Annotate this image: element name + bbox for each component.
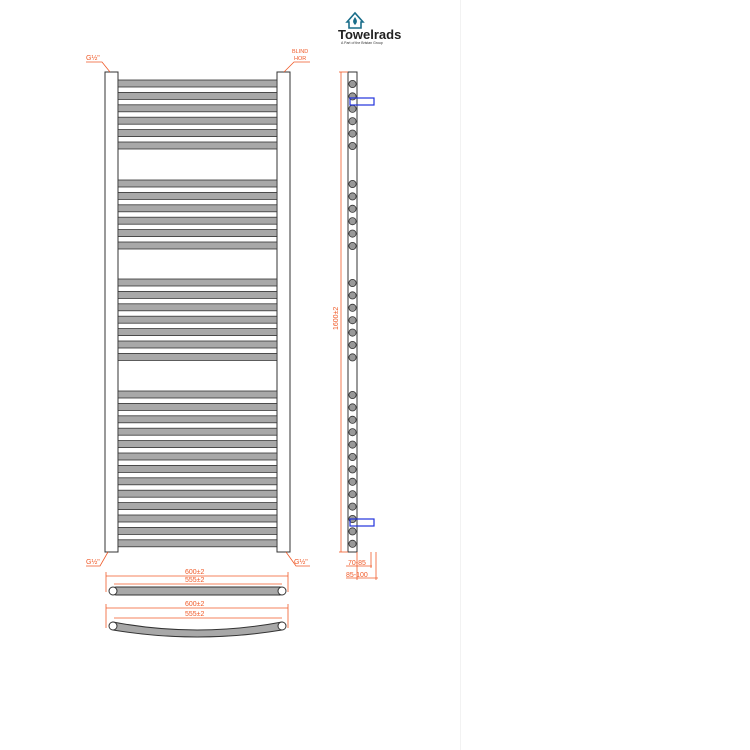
straight-plan-view: 600±2 555±2 bbox=[105, 569, 289, 596]
bar-section bbox=[348, 477, 357, 486]
valve-bottom bbox=[349, 518, 375, 527]
wall-distance-2: 85-100 bbox=[346, 572, 368, 579]
towel-bar bbox=[117, 489, 278, 498]
towel-bar bbox=[117, 427, 278, 436]
front-view bbox=[104, 71, 291, 553]
bar-section bbox=[348, 141, 357, 150]
wall-distance-1: 70-85 bbox=[348, 560, 366, 567]
towel-bar bbox=[117, 204, 278, 213]
curved-overall-width: 600±2 bbox=[185, 601, 205, 608]
technical-drawing: Towelrads A Part of the Bristan Group G½… bbox=[86, 0, 461, 750]
towel-bar bbox=[117, 303, 278, 312]
label-top-left-connection: G½" bbox=[86, 54, 100, 62]
logo: Towelrads A Part of the Bristan Group bbox=[338, 11, 401, 45]
right-rail bbox=[276, 71, 291, 553]
towel-bar bbox=[117, 402, 278, 411]
house-drop-icon bbox=[345, 11, 365, 29]
curved-centres: 555±2 bbox=[185, 611, 205, 618]
bar-section bbox=[348, 490, 357, 499]
bar-section bbox=[348, 415, 357, 424]
towel-bar bbox=[117, 79, 278, 88]
towel-bar bbox=[117, 129, 278, 138]
bar-section bbox=[348, 353, 357, 362]
towel-bar bbox=[117, 340, 278, 349]
towel-bar bbox=[117, 477, 278, 486]
towel-bar bbox=[117, 278, 278, 287]
label-blind-2: HOR bbox=[294, 56, 306, 62]
side-view: 1600±2 70-85 85-100 bbox=[333, 71, 378, 580]
label-bottom-left-connection: G½" bbox=[86, 558, 100, 566]
bar-section bbox=[348, 278, 357, 287]
straight-centres: 555±2 bbox=[185, 577, 205, 584]
towel-bar bbox=[117, 191, 278, 200]
logo-tagline: A Part of the Bristan Group bbox=[341, 41, 383, 45]
towel-bar bbox=[117, 92, 278, 100]
left-rail bbox=[104, 71, 119, 553]
towel-bar bbox=[117, 315, 278, 324]
bar-section bbox=[348, 452, 357, 461]
bar-section bbox=[348, 241, 357, 250]
towel-bar bbox=[117, 229, 278, 238]
logo-brand: Towelrads bbox=[338, 27, 401, 42]
bar-section bbox=[348, 117, 357, 126]
towel-bar bbox=[117, 352, 278, 361]
towel-bar bbox=[117, 290, 278, 299]
towel-bar bbox=[117, 415, 278, 424]
bar-section bbox=[348, 340, 357, 349]
towel-bar bbox=[117, 179, 278, 188]
towel-bar bbox=[117, 514, 278, 523]
bar-section bbox=[348, 403, 357, 412]
bar-section bbox=[348, 539, 357, 548]
towel-bar bbox=[117, 539, 278, 548]
bar-section bbox=[348, 192, 357, 201]
bar-section bbox=[348, 217, 357, 226]
towel-bar bbox=[117, 440, 278, 449]
towel-bar bbox=[117, 527, 278, 535]
bar-section bbox=[348, 179, 357, 188]
bar-section bbox=[348, 80, 357, 89]
bar-section bbox=[348, 204, 357, 213]
label-bottom-right-connection: G½" bbox=[294, 558, 308, 566]
bar-section bbox=[348, 390, 357, 399]
curved-plan-view: 600±2 555±2 bbox=[105, 601, 289, 638]
towel-bar bbox=[117, 390, 278, 399]
bar-section bbox=[348, 229, 357, 238]
valve-top bbox=[349, 97, 375, 106]
straight-overall-width: 600±2 bbox=[185, 569, 205, 576]
drawing-canvas: Towelrads A Part of the Bristan Group G½… bbox=[86, 11, 401, 638]
bar-section bbox=[348, 129, 357, 138]
bar-section bbox=[348, 502, 357, 511]
bar-section bbox=[348, 440, 357, 449]
towel-bar bbox=[117, 464, 278, 473]
bar-section bbox=[348, 303, 357, 312]
bar-section bbox=[348, 104, 357, 113]
towel-bar bbox=[117, 241, 278, 250]
bar-section bbox=[348, 328, 357, 337]
height-dimension: 1600±2 bbox=[333, 307, 340, 330]
bar-section bbox=[348, 527, 357, 536]
towel-bar bbox=[117, 116, 278, 125]
towel-bar bbox=[117, 328, 278, 337]
bar-section bbox=[348, 465, 357, 474]
bar-section bbox=[348, 316, 357, 325]
towel-bar bbox=[117, 104, 278, 113]
towel-bar bbox=[117, 216, 278, 225]
towel-bar bbox=[117, 141, 278, 150]
towel-bar bbox=[117, 452, 278, 461]
label-blind-1: BLIND bbox=[292, 49, 308, 55]
towel-bar bbox=[117, 502, 278, 511]
bar-section bbox=[348, 291, 357, 300]
bar-section bbox=[348, 428, 357, 437]
